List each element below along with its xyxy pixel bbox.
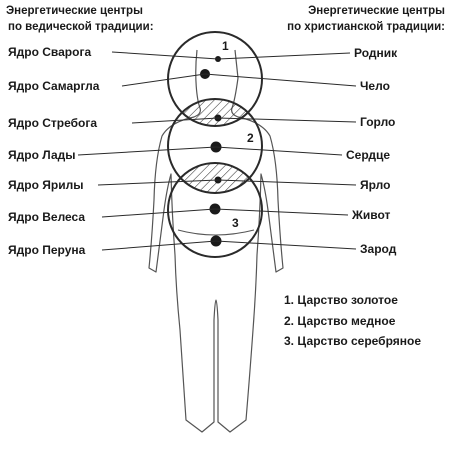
circle-number-2: 2 (247, 131, 254, 145)
right-label-serdtse: Сердце (346, 148, 390, 162)
legend: 1. Царство золотое 2. Царство медное 3. … (284, 293, 421, 348)
right-header-line-2: по христианской традиции: (287, 21, 445, 33)
left-label-veles: Ядро Велеса (8, 210, 85, 224)
right-label-zarod: Зарод (360, 242, 397, 256)
left-label-lada: Ядро Лады (8, 148, 76, 162)
circle-number-3: 3 (232, 216, 239, 230)
left-label-svarog: Ядро Сварога (8, 45, 91, 59)
right-label-zhivot: Живот (351, 208, 390, 222)
circle-number-1: 1 (222, 39, 229, 53)
right-label-yarlo: Ярло (360, 178, 390, 192)
left-leader-lines (77, 51, 219, 251)
right-label-gorlo: Горло (360, 115, 395, 129)
human-figure-outline (148, 49, 284, 433)
circle-kingdom-3 (167, 162, 263, 258)
right-label-rodnik: Родник (354, 46, 398, 60)
legend-item-2: 2. Царство медное (284, 314, 396, 328)
circle-kingdom-2 (167, 98, 263, 194)
right-label-chelo: Чело (360, 79, 390, 93)
left-label-samargl: Ядро Самаргла (8, 79, 100, 93)
legend-item-3: 3. Царство серебряное (284, 334, 421, 348)
right-leader-lines (204, 52, 357, 250)
left-label-yarila: Ядро Ярилы (8, 178, 83, 192)
left-header-line-2: по ведической традиции: (8, 21, 154, 33)
left-label-perun: Ядро Перуна (8, 243, 86, 257)
legend-item-1: 1. Царство золотое (284, 293, 398, 307)
left-header-line-1: Энергетические центры (6, 5, 143, 17)
overlap-hatching (168, 99, 262, 193)
left-label-stribog: Ядро Стребога (8, 116, 97, 130)
right-header-line-1: Энергетические центры (308, 5, 445, 17)
